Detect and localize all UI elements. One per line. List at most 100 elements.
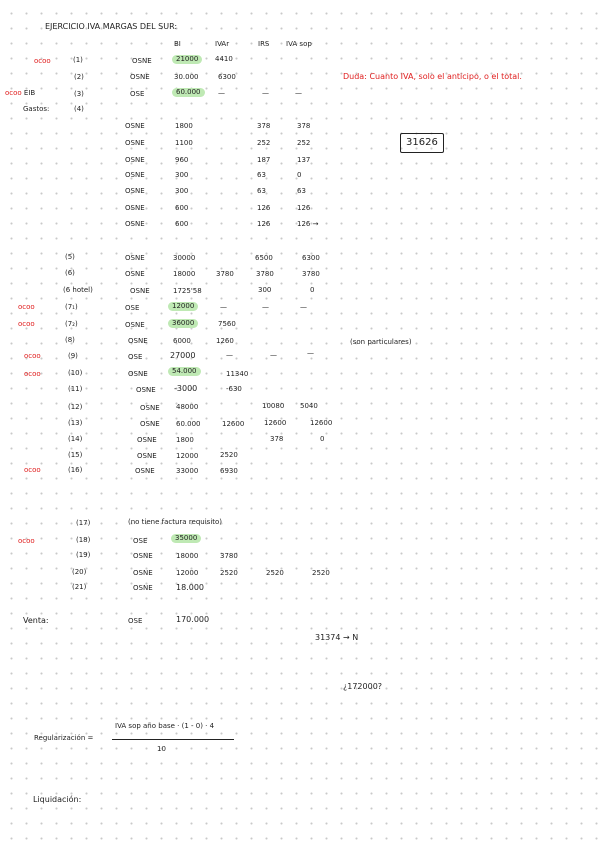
row-bi: 48000: [176, 403, 199, 411]
row-bi: 600: [175, 204, 189, 212]
ventas-value: 170.000: [176, 615, 210, 624]
side-mark: ocoo: [18, 303, 35, 311]
side-mark: ocoo: [24, 466, 41, 474]
row-iva: 11340: [226, 370, 249, 378]
row-iva: 6930: [220, 467, 238, 475]
row-bi: 30.000: [174, 73, 199, 81]
row-ivs: —: [295, 89, 302, 97]
row-ivs: 0: [297, 171, 302, 179]
row-type: OSNE: [137, 436, 157, 444]
row-type: OSNE: [125, 139, 145, 147]
side-mark: ocoo EIB: [5, 89, 36, 97]
row-bi: 18.000: [176, 583, 204, 592]
formula-numerator: IVA sop año base · (1 - 0) · 4: [115, 722, 215, 730]
row-bi: 1725'58: [173, 287, 202, 295]
particulares-note: (son particulares): [350, 338, 412, 346]
fraction-line: [112, 739, 234, 740]
row-type: OSNE: [125, 220, 145, 228]
row-type: OSNE: [137, 452, 157, 460]
row-ivs: —: [307, 349, 314, 357]
row-type: OSNE: [125, 156, 145, 164]
row-code: (2): [74, 73, 84, 81]
row-irs: 378: [270, 435, 284, 443]
row-code: (3): [74, 90, 84, 98]
row-irs: 63: [257, 171, 266, 179]
row-type: OSNE: [132, 57, 152, 65]
row-code: (21): [72, 583, 87, 591]
header-bi: BI: [174, 40, 181, 48]
row-type: OSNE: [125, 122, 145, 130]
row-type: OSE: [130, 90, 145, 98]
row-iva: 1260: [216, 337, 234, 345]
formula-denominator: 10: [157, 745, 166, 753]
row-bi: 18000: [173, 270, 196, 278]
row-irs: 63: [257, 187, 266, 195]
page-title: EJERCICIO IVA MARGAS DEL SUR:: [45, 22, 178, 31]
row-irs: 126: [257, 204, 271, 212]
row-irs: 300: [258, 286, 272, 294]
row-ivs: 378: [297, 122, 311, 130]
row-irs: —: [262, 303, 269, 311]
row-note: (no tiene factura requisito): [128, 518, 223, 526]
row-type: OSNE: [140, 420, 160, 428]
row-type: OSNE: [133, 569, 153, 577]
row-type: OSNE: [130, 73, 150, 81]
row-code: (6 hotel): [63, 286, 93, 294]
formula-label: Regularización =: [34, 734, 94, 742]
row-irs: 2520: [266, 569, 284, 577]
row-ivs: 6300: [302, 254, 320, 262]
row-irs: 378: [257, 122, 271, 130]
row-iva: 2520: [220, 451, 238, 459]
row-bi: 1100: [175, 139, 193, 147]
row-iva: 3780: [220, 552, 238, 560]
row-bi: 18000: [176, 552, 199, 560]
row-iva: -630: [226, 385, 242, 393]
row-ivs: 252: [297, 139, 311, 147]
header-iva: IVAr: [215, 40, 230, 48]
row-code: (6): [65, 269, 75, 277]
row-bi: 6000: [173, 337, 191, 345]
row-iva: 12600: [222, 420, 245, 428]
row-iva: 6300: [218, 73, 236, 81]
row-irs: 6500: [255, 254, 273, 262]
row-type: OSNE: [125, 321, 145, 329]
row-bi: 54.000: [168, 367, 201, 376]
row-type: OSE: [125, 304, 140, 312]
row-bi: 12000: [168, 302, 199, 311]
row-bi: 1800: [175, 122, 193, 130]
boxed-total: 31626: [400, 133, 444, 153]
row-type: OSNE: [128, 370, 148, 378]
row-irs: 10080: [262, 402, 285, 410]
side-mark: ocoo: [24, 370, 41, 378]
row-type: OSE: [128, 353, 143, 361]
row-ivs: 0: [310, 286, 315, 294]
row-type: OSNE: [135, 467, 155, 475]
row-bi: 60.000: [176, 420, 201, 428]
row-type: OSNE: [128, 337, 148, 345]
row-bi: 960: [175, 156, 189, 164]
side-mark: ocoo: [18, 320, 35, 328]
row-code: (19): [76, 551, 91, 559]
doubt-note: Duda: Cuanto IVA, solo el anticipo, o el…: [343, 72, 522, 81]
row-code: (7₁): [65, 303, 78, 311]
row-iva: —: [218, 89, 225, 97]
row-irs: 187: [257, 156, 271, 164]
header-irs: IRS: [258, 40, 270, 48]
header-iva-sop: IVA sop: [286, 40, 312, 48]
row-type: OSE: [133, 537, 148, 545]
side-mark: ocoo: [18, 537, 35, 545]
row-type: OSNE: [125, 270, 145, 278]
row-bi: 33000: [176, 467, 199, 475]
row-type: OSNE: [140, 404, 160, 412]
row-bi: 600: [175, 220, 189, 228]
row-code: (14): [68, 435, 83, 443]
row-bi: 12000: [176, 569, 199, 577]
row-irs: 12600: [264, 419, 287, 427]
row-code: (7₂): [65, 320, 78, 328]
row-code: (18): [76, 536, 91, 544]
row-bi: -3000: [174, 384, 198, 393]
row-bi: 35000: [171, 534, 202, 543]
row-bi: 60.000: [172, 88, 205, 97]
row-iva: 7560: [218, 320, 236, 328]
row-ivs: 137: [297, 156, 311, 164]
